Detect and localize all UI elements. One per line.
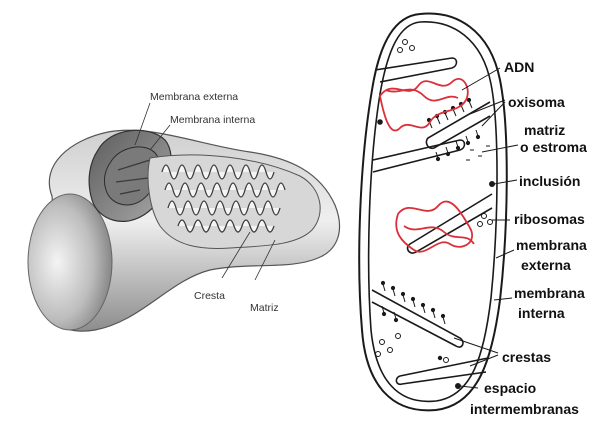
label-oxisoma: oxisoma [508,94,565,110]
dna-strand-upper-2 [386,90,458,101]
label-espacio: espacio [484,380,536,396]
label-membrana-externa-1: membrana [516,237,587,253]
label-intermembranas: intermembranas [470,401,579,417]
crista-5 [372,290,463,347]
tube-end-cap [28,194,112,330]
label-crestas: crestas [502,349,551,365]
label-membrana-externa-2: externa [521,257,571,273]
label-o-estroma: o estroma [520,139,587,155]
label-membrana-interna: Membrana interna [170,114,255,126]
matrix-marks [466,146,490,160]
right-leader-lines [454,68,518,388]
label-membrana-externa: Membrana externa [150,91,238,103]
label-cresta: Cresta [194,290,225,302]
label-membrana-interna-1: membrana [514,285,585,301]
label-ribosomas: ribosomas [514,211,585,227]
inner-membrane [369,22,497,402]
label-matriz: Matriz [250,302,279,314]
mitochondrion-3d-drawing [28,103,340,331]
mitochondrion-schematic [359,14,507,411]
crista-3 [373,140,465,172]
right-labels: ADN oxisoma matriz o estroma inclusión r… [470,59,587,417]
crista-2 [426,102,490,148]
oxisomas-lower [381,281,445,324]
label-inclusion: inclusión [519,173,580,189]
label-adn: ADN [504,59,534,75]
label-membrana-interna-2: interna [518,305,565,321]
label-matriz: matriz [524,122,565,138]
